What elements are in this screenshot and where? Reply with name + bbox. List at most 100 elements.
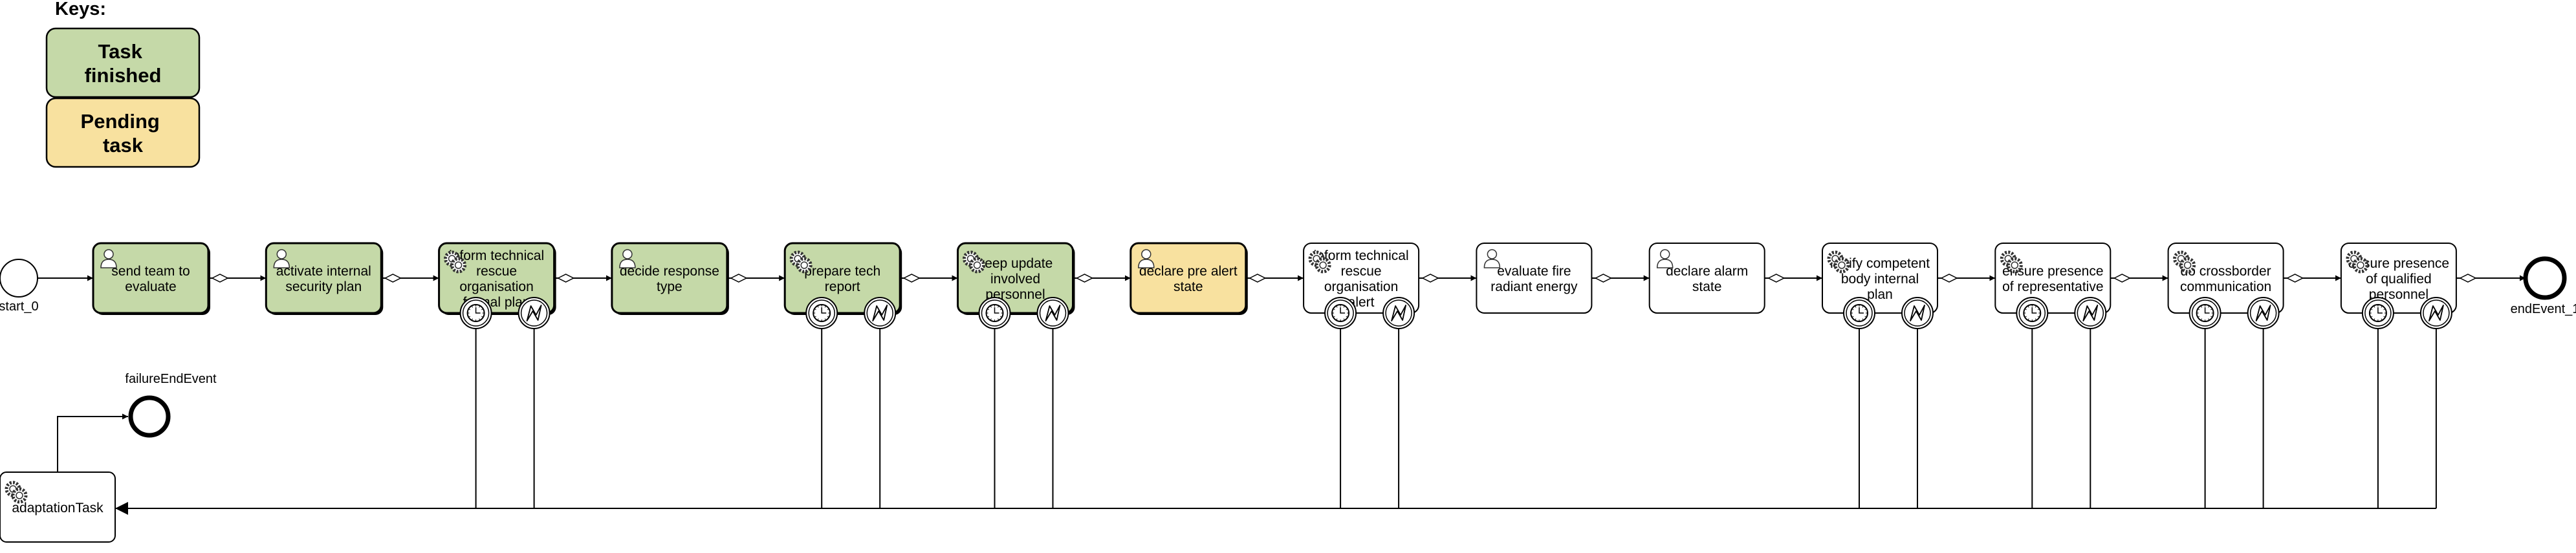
task-box [783, 242, 901, 314]
end-event[interactable] [2523, 256, 2567, 300]
task-box [611, 242, 728, 314]
default-flow-diamond [556, 274, 575, 283]
task-label-line: security plan [285, 279, 362, 294]
task-label-line: radiant energy [1490, 279, 1578, 294]
clock-icon [1850, 304, 1868, 322]
legend-finished-label: Task finished [85, 40, 162, 87]
user-icon [273, 249, 290, 268]
legend-finished-line-1: Task [98, 40, 143, 63]
default-flow-diamond [384, 274, 402, 283]
task-box [1476, 243, 1593, 314]
task-label-line: declare pre alert [1139, 264, 1238, 279]
task-label-line: organisation [1324, 279, 1398, 294]
error-icon [1045, 305, 1061, 321]
task-label-line: activate internal [276, 264, 371, 279]
task-label-line: of representative [2002, 279, 2103, 294]
timer-boundary-event[interactable] [1843, 297, 1875, 329]
task-label-line: inform technical [449, 248, 544, 263]
error-icon [2429, 305, 2444, 321]
clock-icon [1331, 304, 1350, 322]
task-box [438, 242, 556, 314]
error-boundary-event[interactable] [1901, 297, 1934, 329]
task-box [2340, 243, 2457, 314]
gear-icon [2352, 257, 2369, 274]
gear-icon [1315, 257, 1331, 274]
user-icon [1483, 249, 1501, 268]
start-event[interactable] [0, 259, 38, 298]
task-box [1822, 243, 1938, 314]
legend-pending-line-2: task [103, 134, 144, 157]
adaptation-task-label: adaptationTask [12, 501, 104, 515]
timer-boundary-event[interactable] [2361, 297, 2394, 329]
task-label-line: notify competent [1830, 256, 1930, 271]
clock-icon [813, 304, 831, 322]
error-boundary-event[interactable] [2419, 297, 2452, 329]
task-label-line: declare alarm [1666, 264, 1748, 279]
task-label-line: plan [1867, 287, 1893, 302]
task-box [92, 242, 210, 314]
error-icon [1391, 305, 1406, 321]
failure-end-event[interactable] [128, 395, 171, 438]
default-flow-diamond [1249, 274, 1267, 283]
legend-finished-swatch [45, 27, 201, 98]
legend-title: Keys: [55, 0, 106, 19]
default-flow-diamond [2459, 274, 2477, 283]
timer-boundary-event[interactable] [805, 297, 838, 329]
error-boundary-event[interactable] [2074, 297, 2107, 329]
error-boundary-event[interactable] [518, 297, 551, 329]
task-box [1648, 243, 1765, 314]
edge-adaptation-to-failure [57, 413, 128, 472]
task-label-line: decide response [620, 264, 719, 279]
default-flow-diamond [1767, 274, 1785, 283]
task-label-line: ensure presence [2002, 264, 2103, 279]
task-label-line: ensure presence [2348, 256, 2449, 271]
timer-boundary-event[interactable] [2189, 297, 2221, 329]
timer-boundary-event[interactable] [2016, 297, 2049, 329]
timer-boundary-event[interactable] [459, 297, 492, 329]
error-boundary-event[interactable] [1382, 297, 1415, 329]
error-boundary-event[interactable] [1036, 297, 1069, 329]
default-flow-diamond [902, 274, 921, 283]
default-flow-diamond [730, 274, 748, 283]
task-label-line: state [1692, 279, 1722, 294]
task-label-line: type [657, 279, 682, 294]
task-label-line: state [1173, 279, 1203, 294]
error-boundary-event[interactable] [2247, 297, 2280, 329]
default-flow-diamond [1594, 274, 1613, 283]
gear-icon [796, 257, 813, 274]
user-icon [619, 249, 636, 268]
legend: Keys: Task finished Pending task [45, 0, 201, 168]
start-event-label: start_0 [0, 299, 39, 314]
timer-boundary-event[interactable] [978, 297, 1011, 329]
error-boundary-event[interactable] [864, 297, 897, 329]
default-flow-diamond [1940, 274, 1958, 283]
adaptation-task[interactable]: adaptationTask [0, 472, 116, 543]
timer-boundary-event[interactable] [1324, 297, 1357, 329]
user-icon [1138, 249, 1155, 268]
error-icon [526, 305, 542, 321]
task-box [1303, 243, 1420, 314]
error-icon [2255, 305, 2271, 321]
